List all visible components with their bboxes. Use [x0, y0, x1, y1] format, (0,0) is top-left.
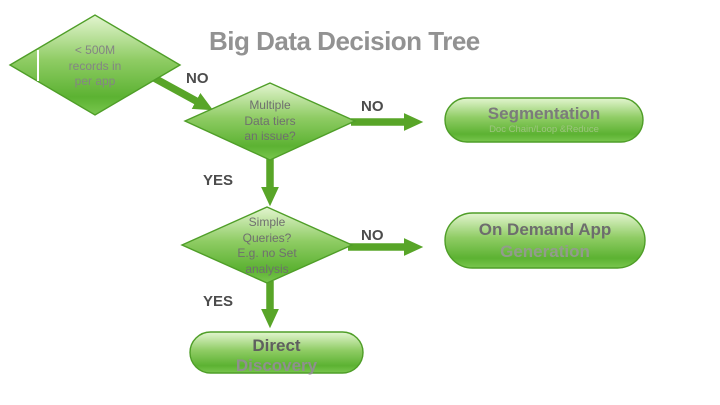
- edge-label-no-1: NO: [186, 70, 209, 87]
- text-cursor-artifact: [37, 50, 39, 81]
- edge-label-no-3: NO: [361, 227, 384, 244]
- edge-label-yes-1: YES: [203, 172, 234, 189]
- diamond-start: [8, 14, 182, 116]
- edge-label-no-2: NO: [361, 98, 384, 115]
- box-direct-discovery: [189, 331, 364, 374]
- diamond-simple-queries-label: Simple Queries? E.g. no Set analysis: [237, 215, 297, 276]
- page-title: Big Data Decision Tree: [209, 26, 480, 56]
- box-segmentation-label: Segmentation Doc Chain/Loop &Reduce: [487, 104, 601, 135]
- diamond-multiple-tiers-label: Multiple Data tiers an issue?: [244, 98, 296, 143]
- edge-label-yes-2: YES: [203, 293, 234, 310]
- diamond-simple-queries: [180, 206, 354, 284]
- box-direct-discovery-label: Direct Discovery: [235, 336, 318, 375]
- box-on-demand-label: On Demand App Generation: [478, 220, 612, 261]
- box-segmentation: [444, 97, 644, 143]
- diamond-start-label: < 500M records in per app: [68, 43, 122, 88]
- diamond-multiple-tiers: [183, 82, 357, 161]
- box-on-demand: [444, 212, 646, 269]
